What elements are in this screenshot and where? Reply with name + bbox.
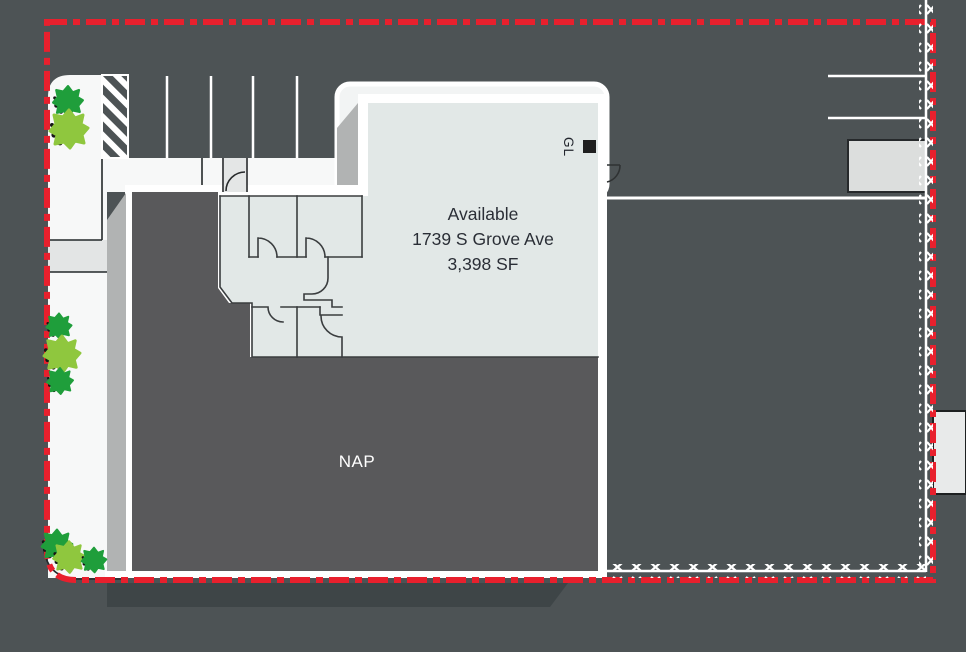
available-suite-label: Available 1739 S Grove Ave 3,398 SF (412, 204, 554, 274)
nap-area (132, 192, 598, 571)
parking-stalls-right (828, 74, 926, 120)
nap-label: NAP (339, 452, 375, 471)
gl-square (583, 140, 596, 153)
tree (80, 546, 108, 574)
neighbor-structure (932, 410, 966, 495)
gl-marker: GL (561, 137, 596, 157)
enclosure-pad (847, 139, 927, 193)
tree (42, 334, 82, 374)
west-shade-strip (107, 193, 126, 571)
tree (48, 108, 90, 150)
building-shadow (107, 583, 568, 607)
suite-interior-walls (219, 195, 599, 358)
chain-link-fence (606, 0, 933, 578)
entry-door (222, 158, 248, 192)
available-address: 1739 S Grove Ave (412, 229, 554, 249)
tree (52, 540, 86, 574)
rear-door (606, 164, 621, 183)
available-title: Available (448, 204, 519, 224)
available-area: 3,398 SF (447, 254, 518, 274)
hatched-stall (101, 74, 129, 159)
tree (45, 312, 73, 340)
canopy-shade (337, 103, 362, 193)
parking-stalls-top (165, 76, 299, 158)
tree (46, 367, 74, 395)
gl-label: GL (561, 137, 576, 157)
